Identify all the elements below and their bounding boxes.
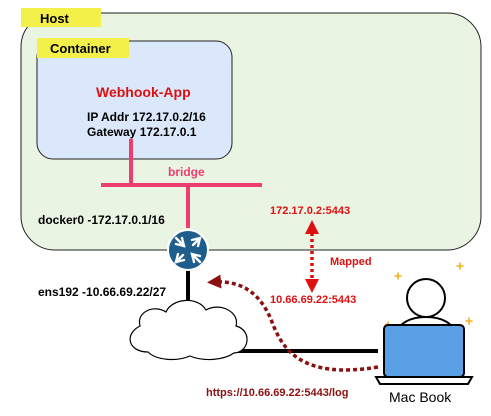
laptop-user-icon bbox=[374, 262, 474, 385]
app-ip: IP Addr 172.17.0.2/16 bbox=[87, 110, 206, 124]
bridge-network bbox=[101, 139, 262, 228]
router-icon bbox=[167, 229, 209, 271]
request-url: https://10.66.69.22:5443/log bbox=[206, 387, 348, 399]
bridge-label: bridge bbox=[168, 165, 205, 179]
host-port-label: 10.66.69.22:5443 bbox=[270, 294, 356, 306]
mapped-label: Mapped bbox=[330, 256, 372, 268]
container-box bbox=[36, 40, 233, 160]
request-path-arrow bbox=[207, 274, 379, 372]
container-tag: Container bbox=[37, 38, 129, 58]
ens192-label: ens192 -10.66.69.22/27 bbox=[38, 285, 166, 299]
cloud-icon bbox=[129, 299, 248, 361]
docker0-label: docker0 -172.17.0.1/16 bbox=[38, 213, 165, 227]
macbook-label: Mac Book bbox=[389, 389, 452, 405]
container-label: Container bbox=[50, 41, 111, 56]
host-label: Host bbox=[40, 11, 70, 26]
container-port-label: 172.17.0.2:5443 bbox=[270, 205, 350, 217]
app-name: Webhook-App bbox=[96, 84, 191, 100]
app-gateway: Gateway 172.17.0.1 bbox=[87, 125, 197, 139]
host-tag: Host bbox=[21, 8, 101, 27]
